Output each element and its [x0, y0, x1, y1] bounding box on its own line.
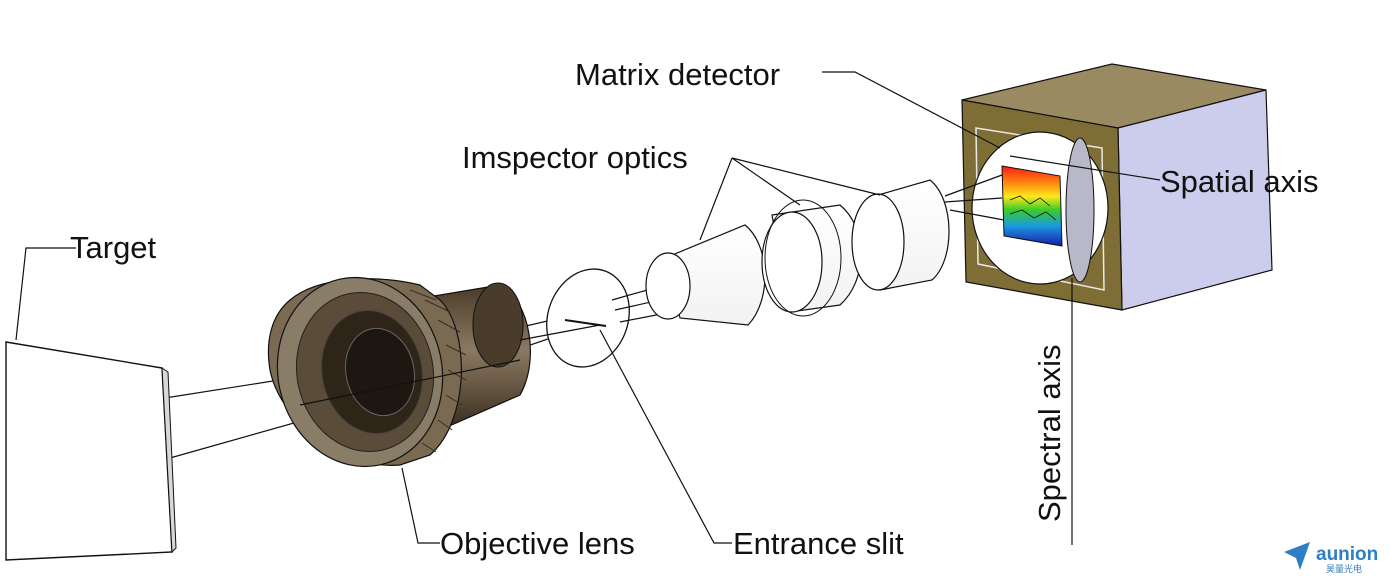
label-target: Target: [70, 230, 157, 265]
label-spectral-axis-text: Spectral axis: [1032, 345, 1067, 522]
imspector-optics-barrel-2: [761, 199, 862, 317]
label-spatial-axis-text: Spatial axis: [1160, 164, 1319, 199]
logo-sub-text: 昊量光电: [1326, 563, 1362, 574]
leader-lines: [15, 71, 1161, 545]
imspector-optics-barrel-3: [851, 179, 950, 291]
label-objective-lens: Objective lens: [440, 526, 635, 561]
label-entrance-slit: Entrance slit: [733, 526, 904, 561]
entrance-slit-disk: [519, 268, 630, 368]
label-objective-lens-text: Objective lens: [440, 526, 635, 561]
target-plate: [5, 341, 177, 561]
label-spatial-axis: Spatial axis: [1160, 164, 1319, 199]
camera-box: [944, 63, 1273, 311]
imspector-optics-barrel-1: [645, 224, 766, 326]
paper-plane-icon: [1284, 542, 1310, 570]
label-spectral-axis: Spectral axis: [1032, 345, 1067, 522]
label-matrix-detector-text: Matrix detector: [575, 57, 780, 92]
label-imspector-optics: Imspector optics: [462, 140, 688, 175]
logo-brand-text: aunion: [1316, 544, 1378, 565]
label-matrix-detector: Matrix detector: [575, 57, 780, 92]
objective-lens-body: [267, 276, 531, 468]
label-entrance-slit-text: Entrance slit: [733, 526, 904, 561]
label-imspector-optics-text: Imspector optics: [462, 140, 688, 175]
aunion-logo: aunion 昊量光电: [1284, 542, 1378, 574]
label-target-text: Target: [70, 230, 157, 265]
